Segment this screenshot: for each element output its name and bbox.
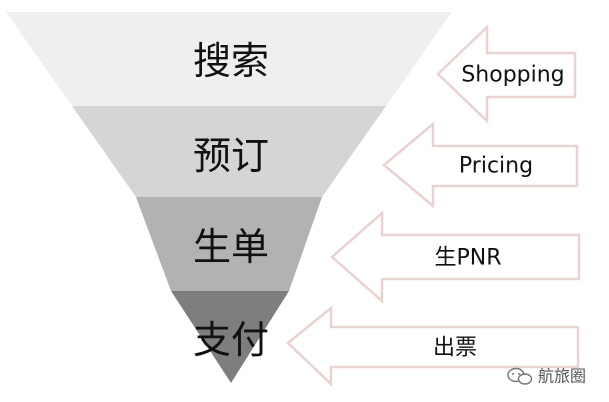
funnel-stage-payment-label: 支付 <box>193 318 269 362</box>
wechat-icon <box>507 367 533 385</box>
arrow-pnr: 生PNR <box>330 210 581 304</box>
funnel-stage-order-label: 生单 <box>193 225 269 269</box>
arrow-pricing-label: Pricing <box>459 154 533 179</box>
funnel-stage-search-band <box>6 12 452 106</box>
arrow-shopping-label: Shopping <box>461 63 564 88</box>
funnel-stage-booking-label: 预订 <box>193 134 269 178</box>
arrow-pricing-shape <box>382 121 579 209</box>
arrows: Shopping Pricing 生PNR 出票 <box>286 24 581 387</box>
funnel-stage-payment-band <box>171 291 289 383</box>
watermark-text: 航旅圈 <box>538 367 586 386</box>
arrow-ticketing-shape <box>286 305 580 387</box>
arrow-ticketing-label: 出票 <box>433 336 477 361</box>
watermark: 航旅圈 <box>507 367 586 386</box>
funnel-stage-search-label: 搜索 <box>193 39 269 83</box>
arrow-shopping-shape <box>436 24 577 124</box>
funnel: 搜索 预订 生单 支付 <box>6 12 452 383</box>
arrow-pnr-label: 生PNR <box>434 246 501 271</box>
arrow-pricing: Pricing <box>382 121 579 209</box>
arrow-shopping: Shopping <box>436 24 577 124</box>
arrow-ticketing: 出票 <box>286 305 580 387</box>
funnel-stage-booking-band <box>72 106 386 197</box>
arrow-pnr-shape <box>330 210 581 304</box>
funnel-stage-order-band <box>136 197 322 291</box>
